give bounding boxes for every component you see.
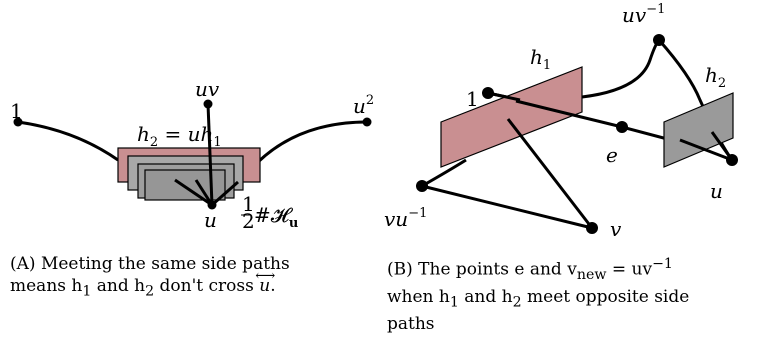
label-1-b: 1 [466, 87, 479, 111]
vertex-1-b [482, 87, 494, 99]
label-e: e [606, 143, 618, 167]
label-v: v [610, 217, 622, 241]
half-denominator: 2 [242, 209, 255, 233]
label-u-b: u [710, 179, 723, 203]
label-h2-equals-uh1: h2 = uh1 [137, 122, 222, 150]
half-numerator: 1 [242, 192, 255, 216]
edge-vu-to-v [421, 184, 593, 230]
label-u-a: u [204, 208, 217, 232]
edge-fan-right [211, 180, 239, 207]
caption-b-line3: paths [387, 314, 435, 335]
edge-h1-to-uv-inv [581, 39, 661, 99]
edge-h2-to-u-1 [679, 138, 733, 162]
panel-b-diagram: 1 h1 h2 uv−1 e u vu−1 v [384, 2, 738, 241]
edge-fan-left [174, 178, 213, 207]
label-u-squared: u2 [353, 93, 374, 118]
caption-a: (A) Meeting the same side paths means h1… [10, 253, 380, 302]
vertex-v [586, 222, 598, 234]
edge-h1-to-e [515, 99, 623, 129]
edge-uv-to-u [206, 103, 214, 206]
plate-h1 [440, 66, 583, 168]
caption-a-line2: means h1 and h2 don't cross ⟷u. [10, 268, 276, 300]
vertex-1-a [13, 117, 23, 127]
edge-h1-to-v [506, 118, 594, 229]
vertex-uv [203, 99, 213, 109]
label-h1: h1 [530, 45, 551, 73]
vertex-e [616, 121, 628, 133]
caption-a-line1: (A) Meeting the same side paths [10, 254, 290, 274]
label-uv-inverse: uv−1 [622, 2, 665, 27]
caption-b-line1: (B) The points e and vnew = uv−1 [387, 256, 673, 284]
panel-a-diagram: 1 uv u2 h2 = uh1 u 1 2 #𝓗u [10, 77, 374, 233]
path-to-u-squared [256, 120, 368, 164]
caption-b-line2: when h1 and h2 meet opposite side [387, 287, 690, 311]
vertex-u-a [207, 200, 217, 210]
label-half-hash-h: 1 2 #𝓗u [241, 192, 298, 233]
edge-fan-mid [194, 179, 214, 206]
label-1-a: 1 [10, 99, 23, 123]
label-h2-b: h2 [705, 63, 726, 91]
caption-b: (B) The points e and vnew = uv−1 when h1… [387, 253, 779, 335]
hash-h: #𝓗u [254, 203, 298, 231]
plate-h2 [663, 92, 734, 168]
path-from-1 [17, 120, 119, 162]
label-vu-inverse: vu−1 [384, 206, 427, 231]
vertex-u-b [726, 154, 738, 166]
vertex-vu-inverse [416, 180, 428, 192]
vertex-u-squared [362, 117, 372, 127]
vertex-uv-inverse [653, 34, 665, 46]
label-uv: uv [195, 77, 220, 101]
